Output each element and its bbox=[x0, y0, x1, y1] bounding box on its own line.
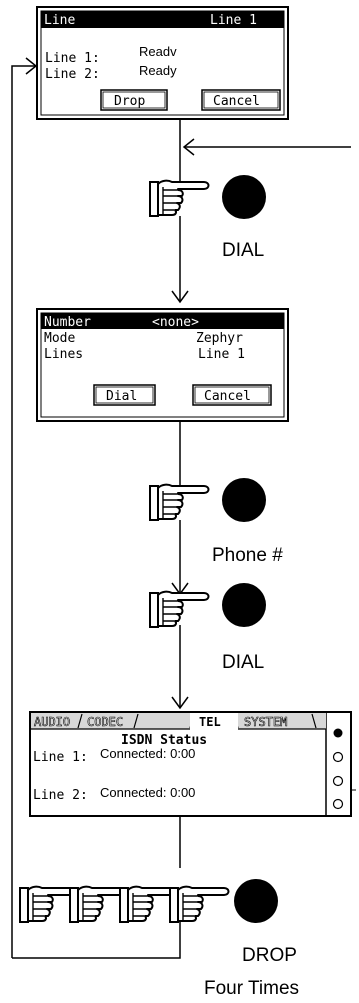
round-button-icon bbox=[222, 175, 266, 219]
step-dial-press-2: DIAL bbox=[149, 583, 266, 673]
screen3-title: ISDN Status bbox=[121, 733, 207, 748]
return-connector bbox=[12, 922, 181, 959]
dial-button[interactable]: Dial bbox=[93, 384, 156, 406]
step4-label-line1: DROP bbox=[242, 945, 297, 966]
step3-label: DIAL bbox=[222, 652, 264, 673]
screen-line-status: Line Line 1 Line 1: Readv Line 2: Ready … bbox=[36, 6, 289, 120]
return-arrow-right bbox=[182, 138, 351, 156]
screen2-row3-value: Line 1 bbox=[198, 347, 245, 362]
step2-label: Phone # bbox=[212, 545, 283, 566]
arrowhead-icon bbox=[171, 290, 189, 304]
step-dial-press: DIAL bbox=[149, 175, 266, 261]
tab-tel[interactable]: TEL bbox=[199, 715, 221, 729]
pointing-hand-icon bbox=[149, 179, 210, 217]
screen1-cancel-label: Cancel bbox=[213, 94, 260, 109]
indicator-dot-icon bbox=[332, 775, 344, 787]
screen2-cancel-button[interactable]: Cancel bbox=[192, 384, 272, 406]
screen3-row2-value: Connected: 0:00 bbox=[100, 785, 195, 800]
screen3-row1-label: Line 1: bbox=[33, 750, 88, 765]
screen2-cancel-label: Cancel bbox=[204, 389, 251, 404]
screen2-row2-label: Mode bbox=[44, 331, 75, 346]
tab-codec[interactable]: CODEC bbox=[87, 715, 124, 730]
round-button-icon bbox=[222, 478, 266, 522]
drop-button-label: Drop bbox=[114, 94, 145, 109]
screen3-row2-label: Line 2: bbox=[33, 788, 88, 803]
screen2-row1-label: Number bbox=[44, 315, 91, 330]
screen3-row1-value: Connected: 0:00 bbox=[100, 746, 195, 761]
pointing-hand-icon bbox=[169, 885, 230, 923]
screen2-row1-value: <none> bbox=[152, 315, 199, 330]
screen2-row2-value: Zephyr bbox=[196, 331, 243, 346]
screen1-row2-label: Line 2: bbox=[45, 67, 100, 82]
screen1-header-left: Line bbox=[44, 13, 75, 28]
round-button-icon bbox=[222, 583, 266, 627]
screen-dial-setup: Number <none> Mode Zephyr Lines Line 1 D… bbox=[36, 308, 289, 422]
arrowhead-icon bbox=[171, 696, 189, 710]
screen1-row1-value: Readv bbox=[139, 44, 177, 59]
return-arrow-left bbox=[11, 57, 38, 958]
indicator-dot-icon bbox=[332, 751, 344, 763]
step1-label: DIAL bbox=[222, 240, 264, 261]
indicator-dot-icon bbox=[332, 798, 344, 810]
pointing-hand-icon bbox=[149, 483, 210, 521]
screen2-row3-label: Lines bbox=[44, 347, 83, 362]
drop-button[interactable]: Drop bbox=[100, 89, 168, 111]
indicator-dot-icon bbox=[333, 728, 343, 738]
pointing-hand-icon bbox=[149, 590, 210, 628]
screen1-row1-label: Line 1: bbox=[45, 51, 100, 66]
round-button-icon bbox=[234, 879, 278, 923]
screen-isdn-status: AUDIO CODEC TEL SYSTEM ISDN Status Line … bbox=[29, 711, 352, 817]
tab-audio[interactable]: AUDIO bbox=[34, 715, 71, 730]
step-drop-four-times: DROP Four Times bbox=[19, 879, 299, 999]
screen1-header-right: Line 1 bbox=[210, 13, 257, 28]
tab-system[interactable]: SYSTEM bbox=[244, 715, 288, 730]
screen1-row2-value: Ready bbox=[139, 63, 177, 78]
screen1-cancel-button[interactable]: Cancel bbox=[201, 89, 281, 111]
step4-label-line2: Four Times bbox=[204, 978, 299, 999]
step-phone-number: Phone # bbox=[149, 478, 283, 566]
dial-button-label: Dial bbox=[106, 389, 137, 404]
